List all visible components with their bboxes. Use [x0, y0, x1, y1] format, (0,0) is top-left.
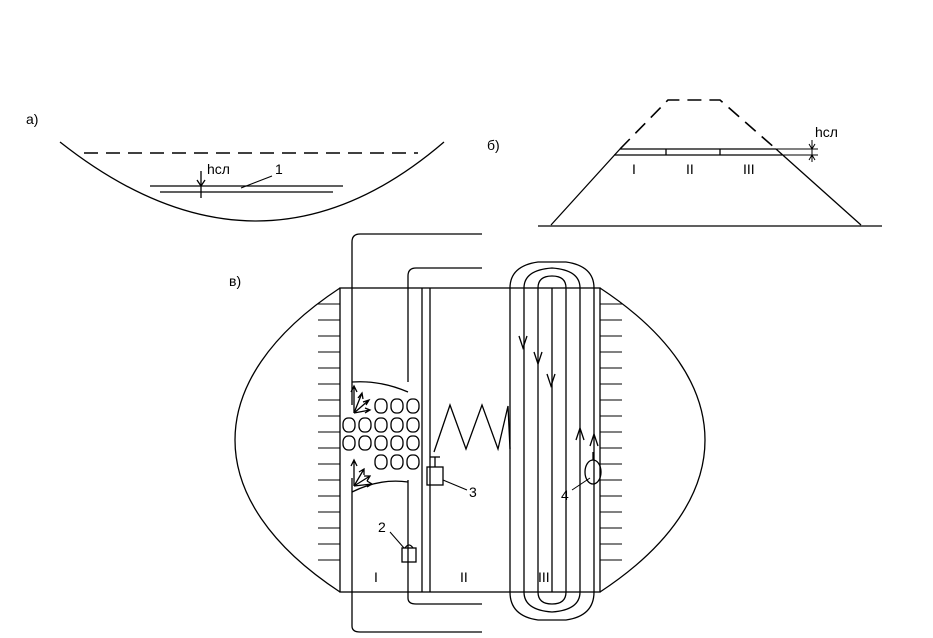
- haul-road-outer-lower: [351, 478, 482, 633]
- haul-road-inner-lower: [407, 480, 482, 605]
- panel-c-zone-3: III: [538, 569, 550, 585]
- soil-pile: [342, 417, 356, 433]
- panel-b-label: б): [487, 137, 500, 153]
- unloading-arrows-upper: [350, 384, 372, 414]
- soil-pile: [390, 417, 404, 433]
- dim-arrows-icon: [808, 143, 816, 161]
- embankment-left-slope: [550, 148, 621, 226]
- panel-a-layer-label: hсл: [207, 161, 230, 177]
- water-tank-2: [401, 544, 417, 563]
- panel-c-zone-1: I: [374, 569, 378, 585]
- panel-b-zone-1: I: [632, 161, 636, 177]
- section-outline-left: [234, 287, 341, 593]
- dumping-front-upper: [351, 381, 409, 393]
- callout-3: 3: [469, 484, 477, 500]
- dumping-front-lower: [351, 480, 409, 493]
- panel-c: в): [229, 233, 706, 633]
- haul-road-inner-upper: [407, 267, 482, 382]
- callout-4-leader: [571, 477, 591, 491]
- soil-pile: [406, 398, 420, 414]
- bulldozer-path-zigzag: [433, 403, 511, 453]
- roller-4: [584, 459, 602, 485]
- soil-pile: [406, 417, 420, 433]
- soil-pile: [406, 435, 420, 451]
- soil-pile: [374, 398, 388, 414]
- unloading-arrows-lower: [350, 458, 374, 488]
- haul-road-outer-upper: [351, 233, 482, 405]
- embankment-right-slope: [775, 148, 862, 226]
- movement-arrows-up: [575, 425, 599, 447]
- soil-pile: [374, 417, 388, 433]
- layer-arrow-icon: [196, 179, 206, 188]
- soil-pile: [358, 417, 372, 433]
- panel-c-zone-2: II: [460, 569, 468, 585]
- callout-2: 2: [378, 519, 386, 535]
- tick-marks-left: [318, 303, 340, 561]
- valley-profile: [59, 141, 445, 222]
- movement-arrows-down: [518, 335, 556, 389]
- panel-c-label: в): [229, 273, 241, 289]
- soil-pile: [358, 435, 372, 451]
- soil-piles: [342, 398, 420, 470]
- section-outline-right: [599, 287, 706, 593]
- roller-passes: [509, 261, 595, 621]
- tick-marks-right: [600, 303, 622, 561]
- panel-b-layer-label: hсл: [815, 124, 838, 140]
- panel-a-label: а): [26, 111, 38, 127]
- callout-2-leader: [389, 531, 405, 549]
- panel-b-zone-2: II: [686, 161, 694, 177]
- panel-a: а) hсл 1: [26, 111, 445, 222]
- soil-pile: [390, 454, 404, 470]
- soil-pile: [390, 435, 404, 451]
- soil-pile: [374, 454, 388, 470]
- callout-1-leader: [240, 175, 273, 189]
- panel-b-zone-3: III: [743, 161, 755, 177]
- soil-pile: [342, 435, 356, 451]
- panel-b: б) hсл I II III: [487, 99, 882, 227]
- embankment-design-profile: [619, 99, 777, 150]
- bulldozer-3: [426, 456, 444, 486]
- soil-pile: [390, 398, 404, 414]
- callout-4: 4: [561, 487, 569, 503]
- callout-1: 1: [275, 161, 283, 177]
- callout-3-leader: [442, 479, 468, 491]
- soil-pile: [406, 454, 420, 470]
- soil-pile: [374, 435, 388, 451]
- work-area-rect: [339, 287, 601, 593]
